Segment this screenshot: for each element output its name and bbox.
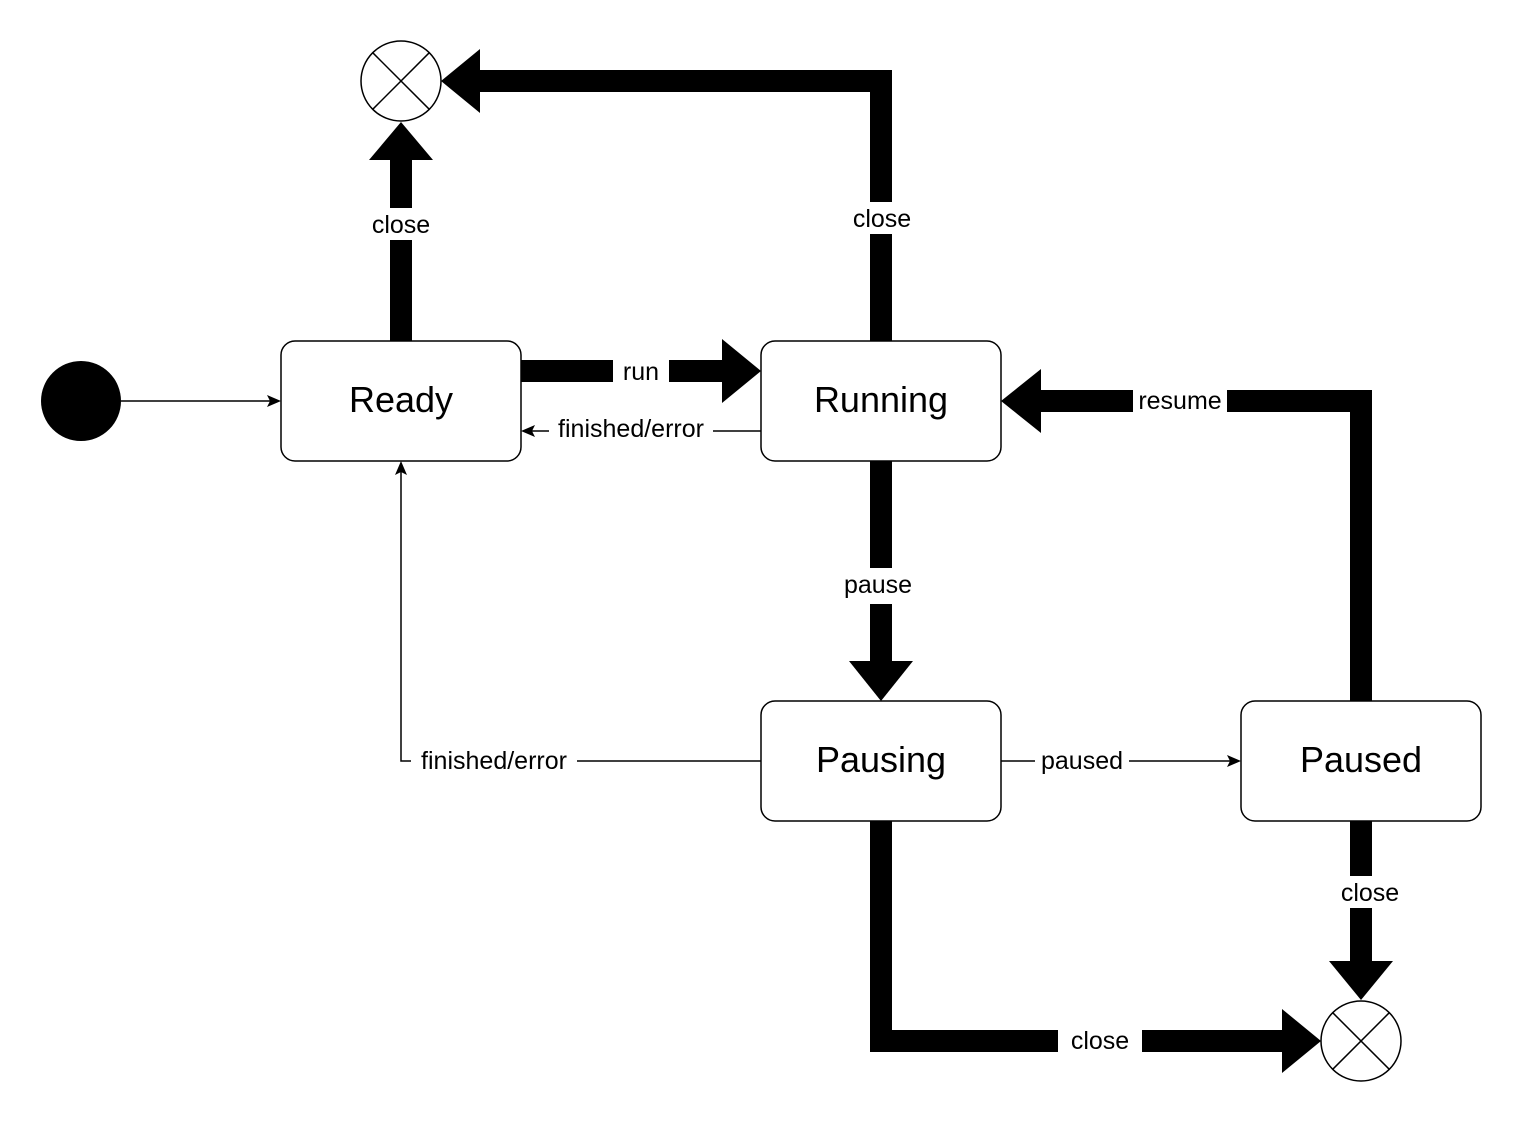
state-paused: Paused bbox=[1240, 700, 1482, 822]
state-pausing: Pausing bbox=[760, 700, 1002, 822]
label-pausing-finished-error: finished/error bbox=[411, 745, 577, 777]
label-running-finished-error-text: finished/error bbox=[558, 415, 704, 443]
label-running-finished-error: finished/error bbox=[549, 415, 713, 447]
edge-pause bbox=[849, 461, 913, 701]
edge-pausing-finished-error bbox=[395, 461, 761, 762]
label-paused-close-text: close bbox=[1341, 879, 1399, 907]
state-pausing-label: Pausing bbox=[816, 739, 946, 780]
state-running: Running bbox=[760, 340, 1002, 462]
label-pausing-close-text: close bbox=[1071, 1027, 1129, 1055]
label-pause-text: pause bbox=[844, 571, 912, 599]
edge-resume bbox=[1001, 369, 1372, 701]
label-resume: resume bbox=[1133, 385, 1227, 417]
label-paused-text: paused bbox=[1041, 747, 1123, 775]
label-pause: pause bbox=[838, 568, 918, 604]
state-running-label: Running bbox=[814, 379, 948, 420]
label-paused: paused bbox=[1035, 745, 1129, 777]
label-running-close: close bbox=[845, 202, 919, 234]
label-resume-text: resume bbox=[1138, 387, 1221, 415]
final-node-top bbox=[360, 40, 442, 122]
label-run-text: run bbox=[623, 358, 659, 386]
label-run: run bbox=[613, 355, 669, 387]
final-node-bottom bbox=[1320, 1000, 1402, 1082]
label-ready-close-text: close bbox=[372, 211, 430, 239]
state-ready: Ready bbox=[280, 340, 522, 462]
label-ready-close: close bbox=[364, 208, 438, 240]
state-ready-label: Ready bbox=[349, 379, 453, 420]
label-running-close-text: close bbox=[853, 205, 911, 233]
initial-node bbox=[41, 361, 121, 441]
edge-ready-close bbox=[369, 122, 433, 341]
label-pausing-close: close bbox=[1058, 1025, 1142, 1057]
state-paused-label: Paused bbox=[1300, 739, 1422, 780]
edge-paused-close bbox=[1329, 821, 1393, 1000]
edge-pausing-close bbox=[870, 821, 1321, 1073]
label-paused-close: close bbox=[1333, 876, 1407, 908]
edge-running-close bbox=[441, 49, 892, 341]
label-pausing-finished-error-text: finished/error bbox=[421, 747, 567, 775]
edge-initial bbox=[121, 395, 281, 407]
